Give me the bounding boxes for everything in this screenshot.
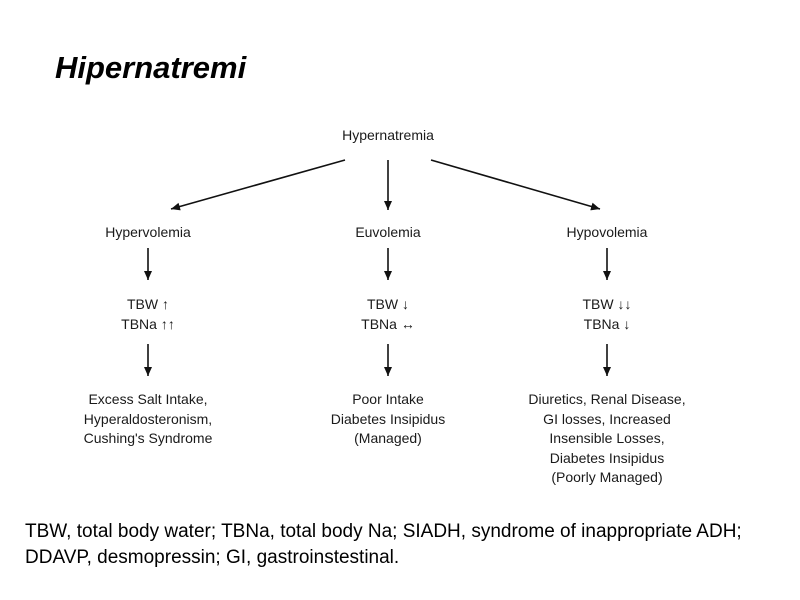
- branch-label-euvolemia: Euvolemia: [355, 224, 421, 240]
- cause-line: Diabetes Insipidus: [330, 410, 446, 427]
- causes-euvolemia: Poor Intake Diabetes Insipidus (Managed): [331, 390, 445, 449]
- cause-line: Poor Intake: [352, 391, 424, 407]
- cause-line: Diabetes Insipidus: [549, 449, 665, 466]
- branch-label-hypervolemia: Hypervolemia: [105, 224, 191, 240]
- stat-line: TBW ↓↓: [582, 296, 632, 312]
- cause-line: Excess Salt Intake,: [88, 391, 208, 407]
- cause-line: Diuretics, Renal Disease,: [528, 391, 686, 407]
- stats-euvolemia: TBW ↓ TBNa ↔: [361, 295, 415, 334]
- arrow-root-to-hypovolemia: [430, 159, 601, 211]
- stat-line: TBNa ↑↑: [121, 315, 175, 332]
- slide-title: Hipernatremi: [55, 50, 247, 85]
- arrow-root-to-hypervolemia: [170, 159, 346, 211]
- cause-line: Hyperaldosteronism,: [83, 410, 213, 427]
- stats-hypovolemia: TBW ↓↓ TBNa ↓: [583, 295, 632, 334]
- branch-label-hypovolemia: Hypovolemia: [566, 224, 648, 240]
- causes-hypervolemia: Excess Salt Intake, Hyperaldosteronism, …: [84, 390, 213, 449]
- footnote-abbreviations: TBW, total body water; TBNa, total body …: [25, 521, 742, 568]
- stat-line: TBNa ↓: [583, 315, 631, 332]
- cause-line: (Poorly Managed): [551, 469, 663, 485]
- cause-line: (Managed): [354, 430, 422, 446]
- stat-line: TBW ↓: [367, 296, 409, 312]
- stat-line: TBW ↑: [127, 296, 169, 312]
- cause-line: Cushing's Syndrome: [83, 430, 213, 446]
- causes-hypovolemia: Diuretics, Renal Disease, GI losses, Inc…: [528, 390, 685, 488]
- stat-line: TBNa ↔: [361, 315, 415, 332]
- root-node-hypernatremia: Hypernatremia: [342, 127, 434, 143]
- cause-line: Insensible Losses,: [549, 430, 665, 446]
- cause-line: GI losses, Increased: [543, 410, 671, 427]
- stats-hypervolemia: TBW ↑ TBNa ↑↑: [121, 295, 175, 334]
